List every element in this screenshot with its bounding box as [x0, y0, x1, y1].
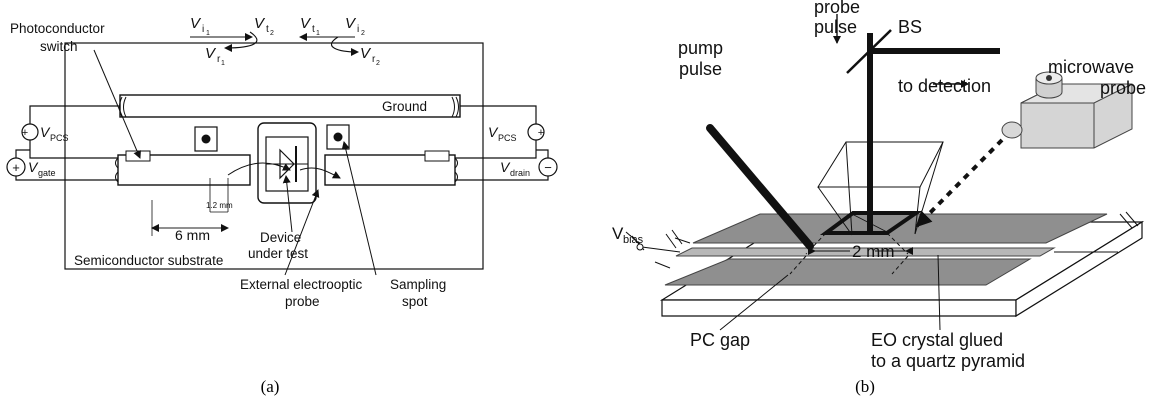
- beam-splitter: [846, 29, 892, 74]
- vpcs-right-label: V: [488, 124, 499, 140]
- vdrain-minus: −: [544, 160, 552, 175]
- vpcs-left-plus: +: [22, 127, 28, 139]
- substrate-label: Semiconductor substrate: [74, 253, 223, 268]
- sampling-label-2: spot: [402, 294, 428, 309]
- photoconductor-label: Photoconductor: [10, 21, 105, 36]
- pump-label-2: pulse: [679, 59, 722, 79]
- vi1-label: V: [190, 15, 202, 32]
- vt2-subsub: 2: [270, 30, 274, 37]
- eo-probe-label-1: External electrooptic: [240, 277, 363, 292]
- sampling-label-1: Sampling: [390, 277, 446, 292]
- vr1-label: V: [205, 45, 217, 62]
- vbias-label: V: [612, 224, 624, 243]
- dim-1-2: 1.2 mm: [206, 201, 233, 210]
- vpcs-left-sub: PCS: [50, 133, 69, 143]
- vr2-subsub: 2: [376, 60, 380, 67]
- substrate-outline: [64, 42, 484, 270]
- vi2-subsub: 2: [361, 30, 365, 37]
- vi1-sub: i: [202, 24, 204, 35]
- eo-label-1: EO crystal glued: [871, 330, 1003, 350]
- probe-label-2: pulse: [814, 17, 857, 37]
- vr2-sub: r: [372, 54, 376, 65]
- vpcs-left-label: V: [40, 124, 51, 140]
- device-label-2: under test: [248, 246, 308, 261]
- device-label-1: Device: [260, 230, 301, 245]
- slab-front: [661, 299, 1017, 317]
- probe-label-1: probe: [814, 0, 860, 17]
- pump-beam: [706, 124, 814, 250]
- vt2-label: V: [254, 15, 266, 32]
- vgate-plus: +: [12, 160, 20, 175]
- vt2-sub: t: [266, 24, 269, 35]
- vt1-sub: t: [312, 24, 315, 35]
- vgate-sub: gate: [38, 168, 56, 178]
- pump-label-1: pump: [678, 38, 723, 58]
- dim-2mm: 2 mm: [852, 242, 895, 261]
- dim-6: 6 mm: [175, 227, 210, 243]
- detection-label: to detection: [898, 76, 991, 96]
- pc-gap-label: PC gap: [690, 330, 750, 350]
- eo-probe-label-2: probe: [285, 294, 320, 309]
- microwave-label-1: microwave: [1048, 57, 1134, 77]
- slab-side: [1015, 220, 1143, 318]
- switch-label: switch: [40, 39, 78, 54]
- vbias-sub: bias: [623, 234, 644, 246]
- panel-a: Photoconductor switch Ground V PCS V PCS…: [6, 15, 558, 396]
- quartz-pyramid: [817, 141, 944, 188]
- vr1-sub: r: [217, 54, 221, 65]
- vgate-source: [6, 157, 26, 177]
- strip-back: [692, 213, 1108, 244]
- vr1-subsub: 1: [221, 60, 225, 67]
- vgate-label: V: [28, 159, 39, 175]
- eo-label-2: to a quartz pyramid: [871, 351, 1025, 371]
- vdrain-sub: drain: [510, 168, 530, 178]
- vr2-label: V: [360, 45, 372, 62]
- strip-middle: [675, 247, 1056, 257]
- panel-b: pump pulse probe pulse BS to detection m…: [612, 0, 1146, 396]
- microwave-label-2: probe: [1100, 78, 1146, 98]
- vdrain-source: [538, 157, 558, 177]
- ground-label: Ground: [382, 99, 427, 114]
- vi1-subsub: 1: [206, 30, 210, 37]
- vpcs-right-sub: PCS: [498, 133, 517, 143]
- vt1-label: V: [300, 15, 312, 32]
- vt1-subsub: 1: [316, 30, 320, 37]
- strip-front: [664, 258, 1032, 286]
- vpcs-right-source: [527, 123, 545, 141]
- vpcs-left-source: [21, 123, 39, 141]
- vpcs-right-plus: +: [538, 127, 544, 139]
- bs-label: BS: [898, 17, 922, 37]
- vdrain-label: V: [500, 159, 511, 175]
- caption-b: (b): [855, 377, 875, 396]
- caption-a: (a): [261, 377, 280, 396]
- vi2-sub: i: [357, 24, 359, 35]
- vi2-label: V: [345, 15, 357, 32]
